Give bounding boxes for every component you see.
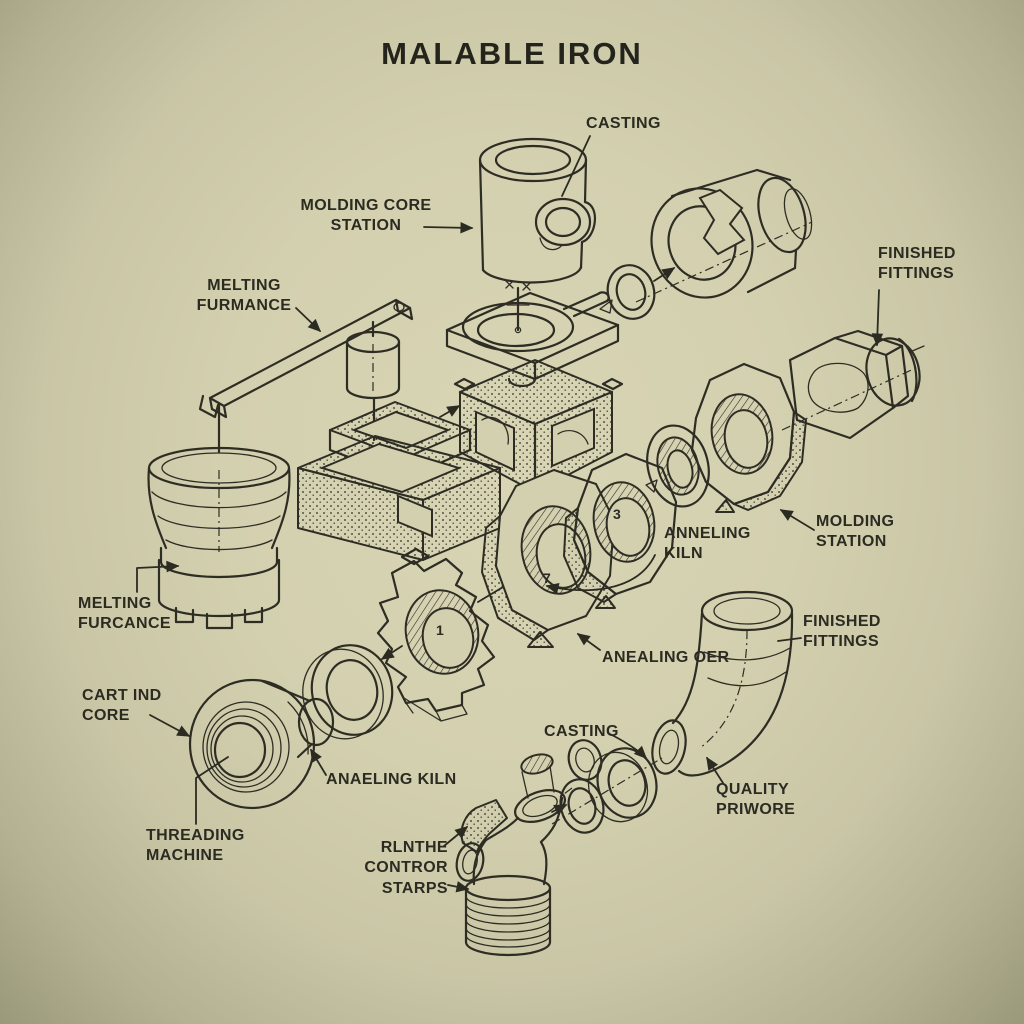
label-cart-ind-core: CART IND CORE [82, 687, 162, 725]
tee-pipe-casting-drawing [478, 137, 596, 291]
label-anneling-kiln: ANNELING KILN [664, 525, 751, 563]
label-molding-station: MOLDING STATION [816, 513, 895, 551]
label-casting-bottom: CASTING [544, 723, 619, 740]
threaded-coupling-drawing [188, 678, 335, 810]
label-finished-fittings-right: FINISHED FITTINGS [803, 613, 881, 651]
label-casting-top: CASTING [586, 115, 661, 132]
molding-press-drawing [445, 286, 624, 494]
elbow-fitting-drawing [651, 590, 794, 777]
bottom-rings-drawing [551, 747, 663, 834]
cracked-coupling-drawing [599, 168, 813, 320]
diagram-title: MALABLE IRON [381, 36, 643, 71]
label-leader-lines [136, 135, 884, 893]
threaded-tee-drawing [455, 739, 603, 957]
label-runtime-control-stamps: RLNTHE CONTROR STARPS [364, 839, 448, 897]
label-finished-fittings-top: FINISHED FITTINGS [878, 245, 956, 283]
label-melting-furmance: MELTING FURMANCE [196, 277, 292, 315]
label-anaeling-kiln: ANAELING KILN [326, 771, 457, 788]
label-quality-priwore: QUALITY PRIWORE [716, 781, 796, 819]
sand-mold-blocks-drawing [297, 401, 501, 561]
part-number-kiln-ring: 3 [613, 506, 621, 522]
label-anealing-oer: ANEALING OER [602, 649, 730, 666]
part-number-kiln-slab: 7 [543, 570, 551, 586]
label-threading-machine: THREADING MACHINE [146, 827, 245, 865]
melting-furnace-pot-drawing [147, 402, 291, 630]
label-molding-core-station: MOLDING CORE STATION [300, 197, 432, 235]
part-number-gear: 1 [436, 622, 444, 638]
annealing-kiln-row-drawing [302, 362, 807, 740]
label-melting-furcance: MELTING FURCANCE [78, 595, 171, 633]
